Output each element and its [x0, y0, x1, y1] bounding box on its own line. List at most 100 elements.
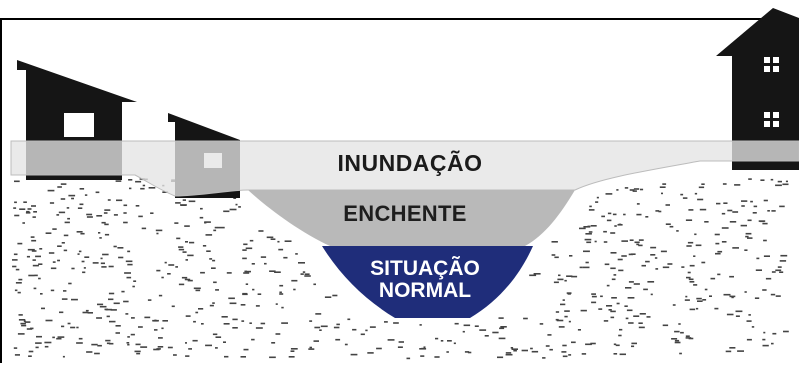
soil-speck [130, 333, 135, 336]
soil-speck [530, 347, 533, 350]
soil-speck [539, 323, 544, 325]
soil-speck [420, 355, 425, 357]
soil-speck [178, 283, 185, 286]
soil-speck [701, 261, 706, 264]
soil-speck [596, 196, 599, 199]
soil-speck [205, 344, 212, 347]
soil-speck [205, 234, 213, 236]
soil-speck [300, 273, 304, 275]
soil-speck [612, 213, 617, 216]
soil-speck [406, 357, 411, 360]
soil-speck [731, 296, 734, 299]
soil-speck [531, 350, 539, 353]
soil-speck [129, 187, 132, 190]
soil-speck [678, 323, 681, 325]
soil-speck [613, 343, 617, 346]
soil-speck [660, 250, 667, 253]
soil-speck [558, 326, 565, 328]
soil-speck [113, 302, 120, 305]
soil-speck [22, 222, 25, 224]
soil-speck [252, 288, 255, 291]
soil-speck [157, 346, 164, 348]
soil-speck [685, 337, 692, 339]
soil-speck [96, 215, 103, 217]
soil-speck [721, 212, 726, 215]
soil-speck [204, 221, 211, 223]
soil-speck [125, 313, 129, 315]
soil-speck [606, 305, 613, 307]
soil-speck [687, 271, 691, 274]
soil-speck [686, 276, 691, 279]
soil-speck [745, 232, 752, 235]
soil-speck [453, 342, 456, 345]
soil-speck [57, 259, 60, 262]
soil-speck [52, 336, 55, 339]
soil-speck [38, 263, 43, 265]
soil-speck [36, 335, 42, 338]
soil-speck [274, 271, 281, 273]
soil-speck [594, 240, 597, 243]
soil-speck [214, 226, 218, 229]
soil-speck [124, 272, 131, 274]
soil-speck [213, 229, 217, 232]
soil-speck [783, 330, 789, 333]
soil-speck [638, 322, 643, 324]
soil-speck [332, 294, 338, 297]
soil-speck [229, 302, 237, 305]
soil-speck [715, 242, 720, 245]
soil-speck [281, 322, 288, 324]
soil-speck [70, 326, 76, 329]
soil-speck [245, 283, 249, 285]
soil-speck [68, 282, 72, 285]
soil-speck [14, 289, 18, 292]
soil-speck [161, 276, 164, 279]
soil-speck [99, 237, 102, 239]
soil-speck [734, 184, 741, 186]
soil-speck [631, 342, 637, 345]
soil-speck [568, 320, 571, 323]
soil-speck [45, 319, 53, 322]
soil-speck [726, 313, 734, 316]
soil-speck [23, 201, 27, 203]
soil-speck [744, 249, 748, 251]
soil-speck [83, 267, 86, 269]
soil-speck [304, 275, 311, 277]
soil-speck [76, 326, 79, 329]
soil-speck [756, 257, 760, 260]
soil-speck [567, 293, 571, 295]
soil-speck [655, 210, 660, 212]
soil-speck [591, 295, 597, 298]
soil-speck [636, 243, 640, 246]
soil-speck [185, 241, 188, 243]
soil-speck [115, 180, 122, 182]
soil-speck [28, 350, 34, 353]
soil-speck [435, 337, 439, 340]
soil-speck [751, 326, 755, 328]
soil-speck [679, 352, 682, 355]
soil-speck [650, 293, 653, 296]
soil-speck [71, 197, 74, 200]
soil-speck [655, 268, 659, 270]
soil-speck [28, 274, 35, 277]
soil-speck [107, 199, 111, 201]
soil-speck [199, 216, 204, 219]
soil-speck [586, 241, 592, 244]
soil-speck [623, 213, 626, 216]
soil-speck [167, 273, 171, 275]
soil-speck [564, 310, 570, 312]
soil-speck [125, 260, 133, 263]
soil-speck [779, 271, 784, 273]
soil-speck [193, 320, 196, 323]
soil-speck [226, 272, 232, 274]
soil-speck [628, 281, 634, 283]
soil-speck [398, 341, 404, 343]
soil-speck [511, 348, 518, 350]
soil-speck [104, 209, 111, 211]
soil-speck [56, 337, 62, 340]
soil-speck [627, 297, 635, 299]
soil-speck [633, 283, 640, 285]
soil-speck [57, 245, 62, 247]
soil-speck [558, 274, 561, 277]
soil-speck [474, 325, 479, 327]
soil-speck [171, 305, 175, 308]
